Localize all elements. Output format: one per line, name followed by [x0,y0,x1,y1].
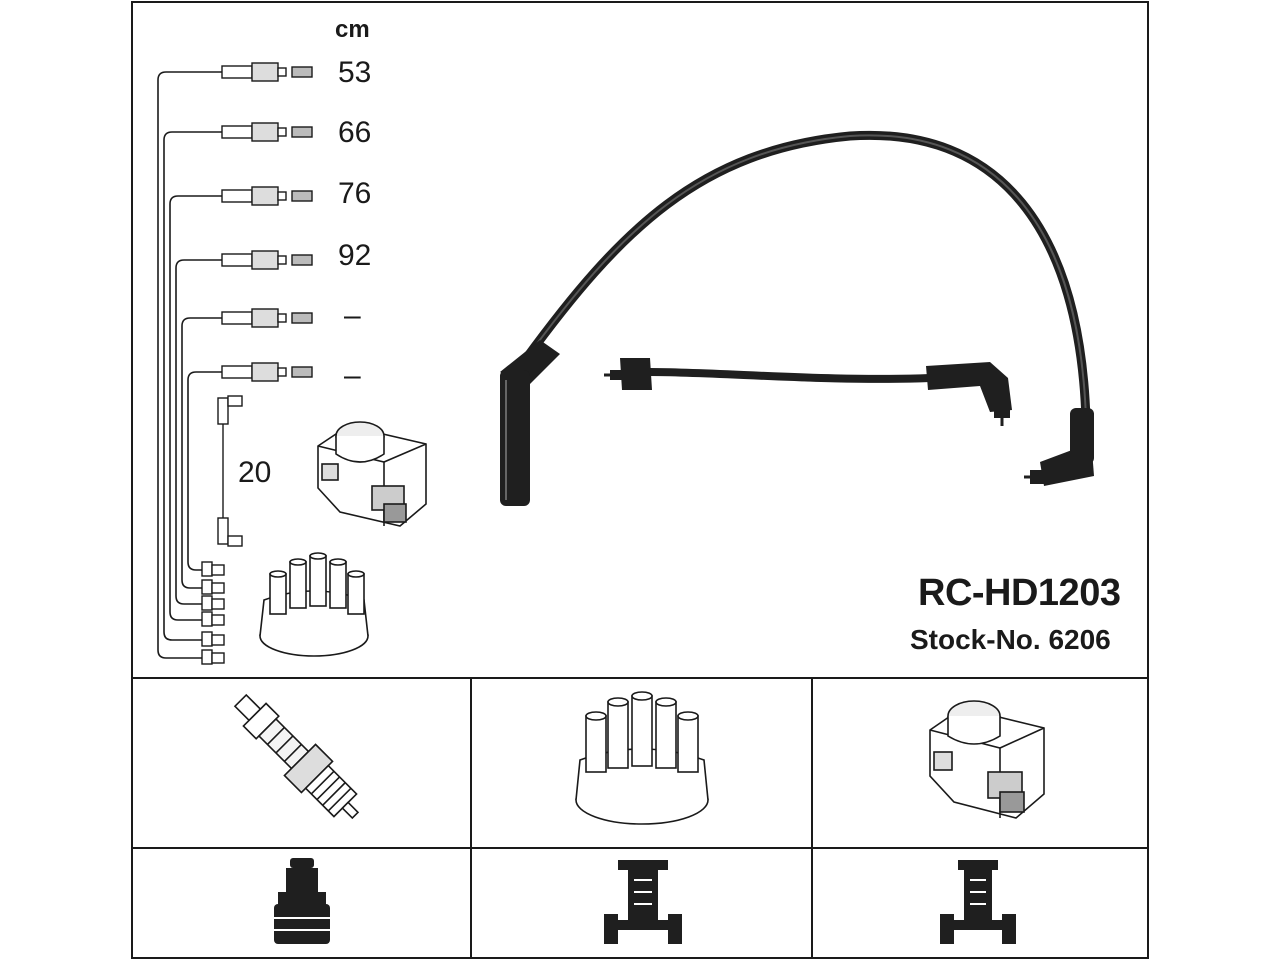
small-distributor-cap-icon [259,552,369,657]
spark-plug-icon [233,693,360,820]
frame [131,1,1149,959]
cable-length-6: – [344,359,361,392]
spark-plug-terminal-icon [274,858,330,944]
lead-connector-5 [221,308,313,328]
stock-number: Stock-No. 6206 [910,624,1111,655]
lead-connector-2 [221,122,313,142]
coil-terminal-icon [940,860,1016,944]
distributor-terminal-icon [604,860,682,944]
lead-connector-3 [221,186,313,206]
small-ignition-coil-icon [317,421,427,527]
ignition-cable-set-icon [500,130,1094,506]
distributor-end-connectors [201,561,225,665]
lead-connectors [201,62,313,665]
cable-length-3: 76 [338,177,372,210]
cable-length-2: 66 [338,116,372,149]
ignition-coil-icon [929,700,1045,819]
model-number: RC-HD1203 [918,572,1121,614]
cable-length-4: 92 [338,239,372,272]
lead-schematic [157,71,222,659]
lead-connector-6 [221,362,313,382]
unit-label: cm [335,16,370,43]
cable-length-5: – [344,299,361,332]
distributor-cap-icon [575,691,709,825]
ignition-lead-length: 20 [238,456,272,489]
lead-connector-4 [221,250,313,270]
lead-connector-1 [221,62,313,82]
coil-lead-schematic [217,395,243,547]
cable-length-1: 53 [338,56,372,89]
